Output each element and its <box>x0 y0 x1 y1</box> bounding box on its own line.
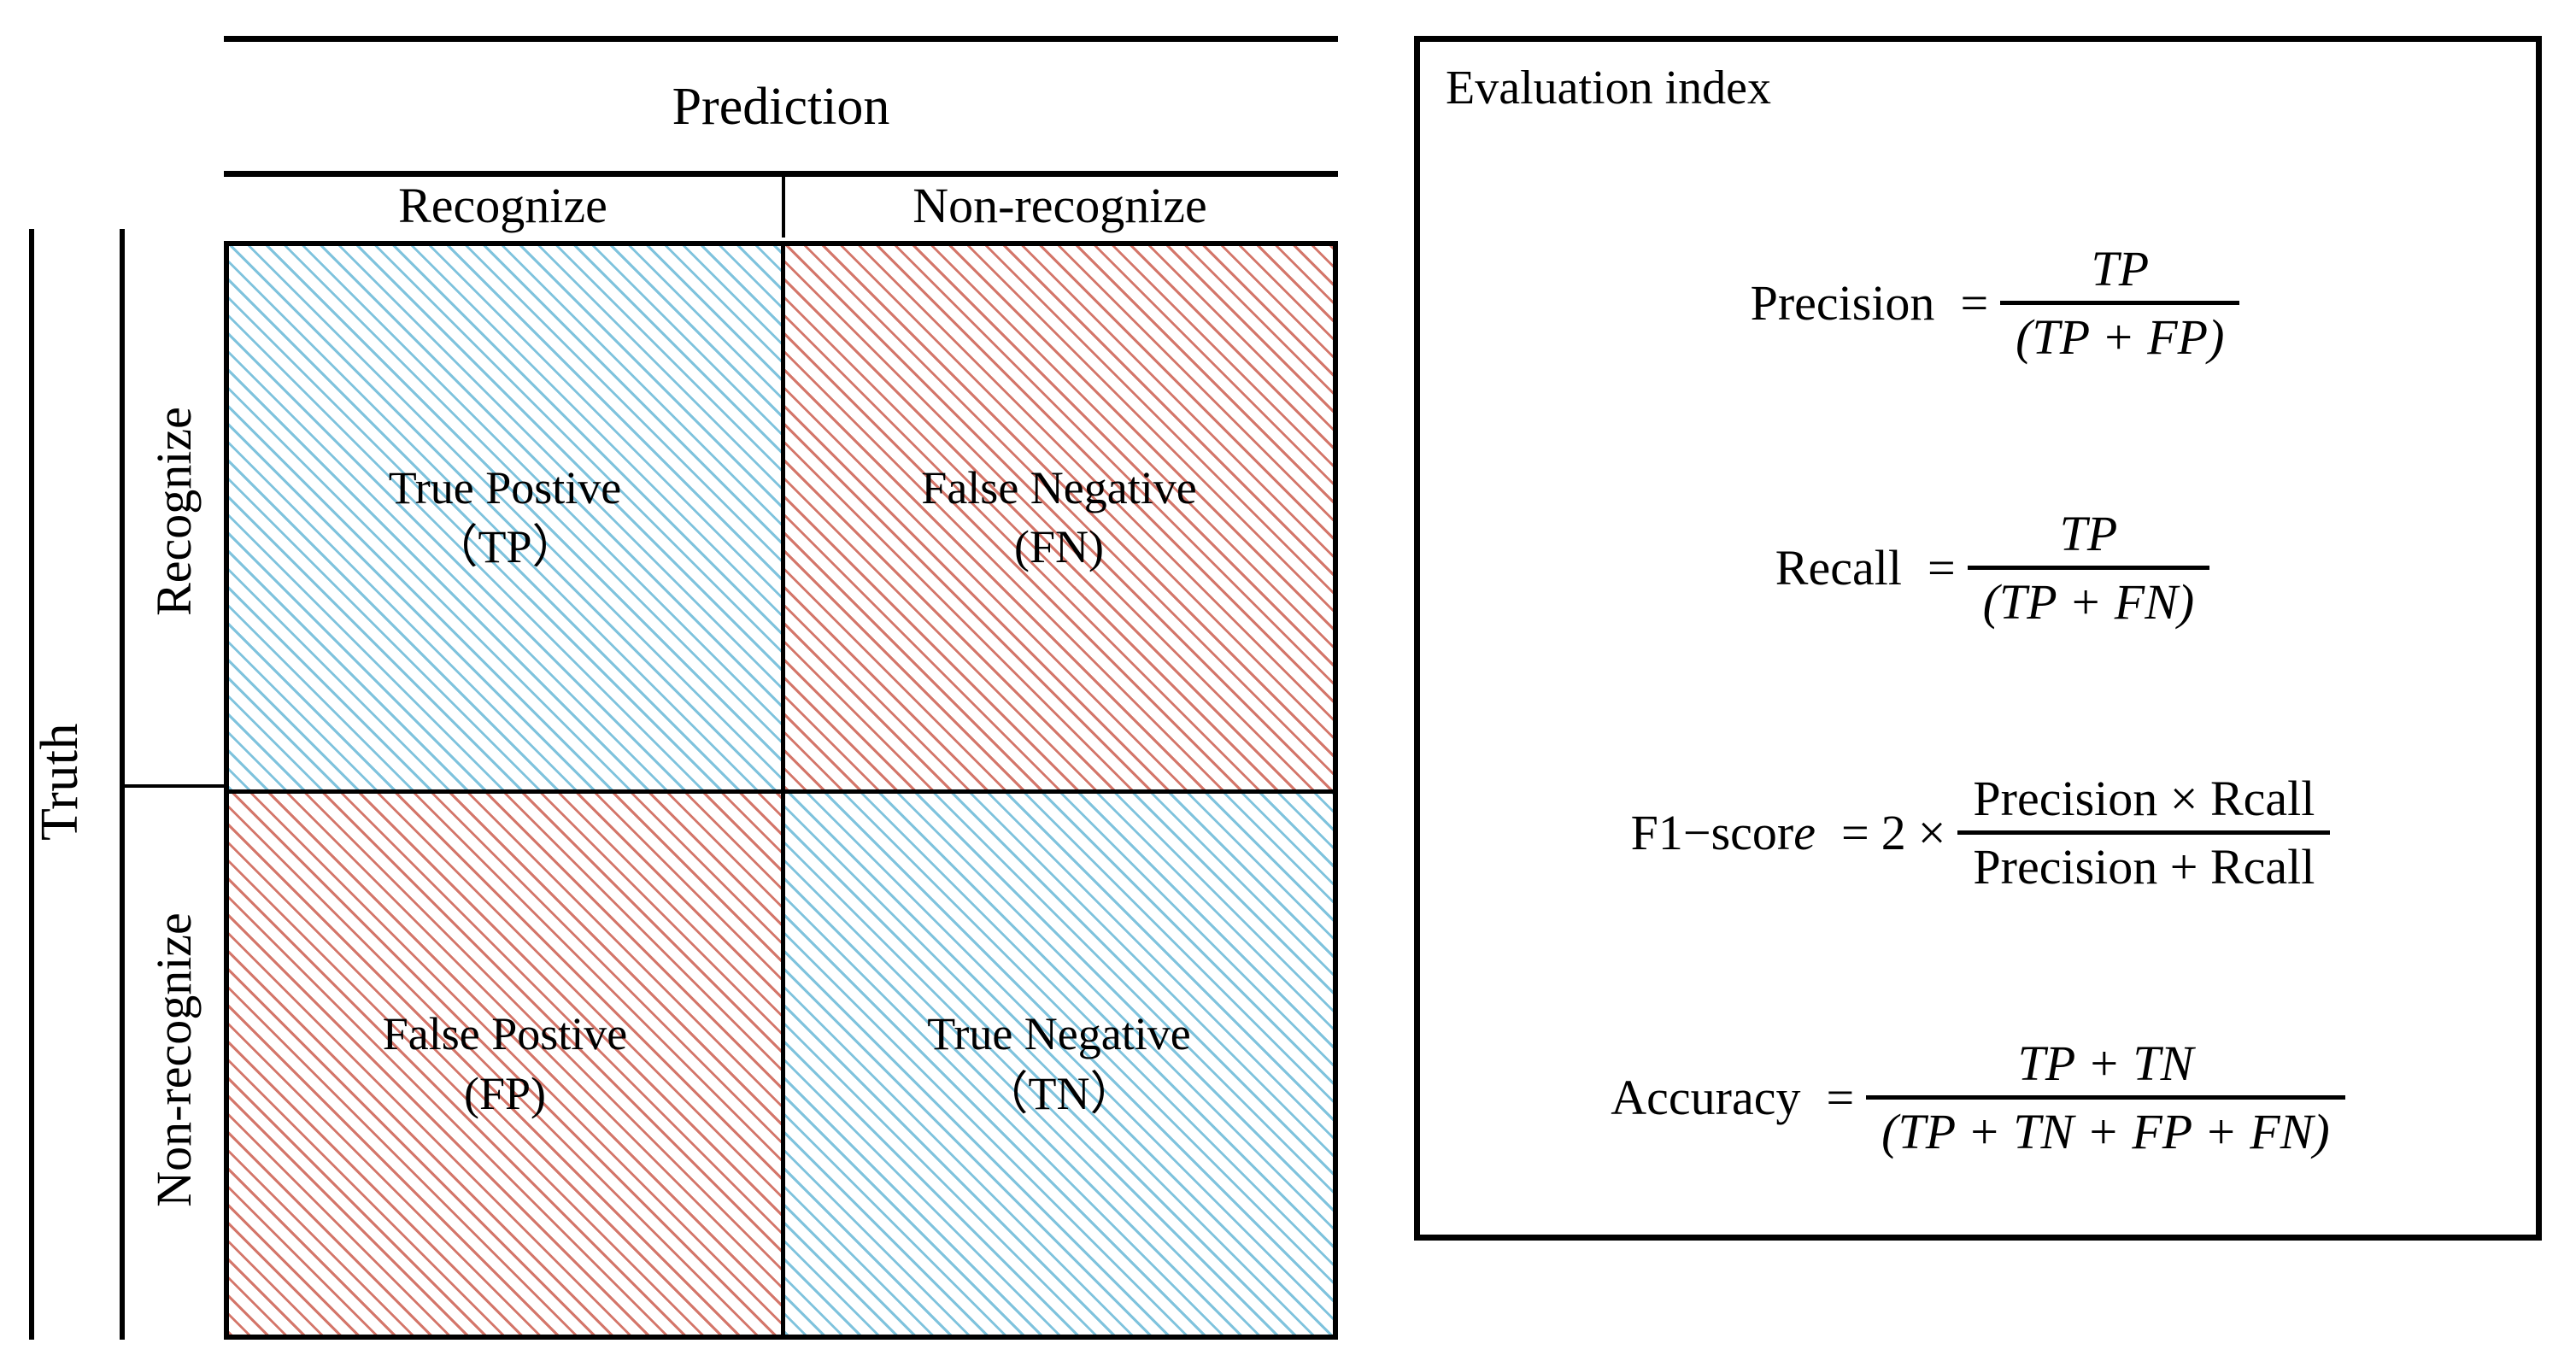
matrix-cell-true-positive: True Postive （TP） <box>229 246 781 789</box>
column-header-non-recognize: Non-recognize <box>912 178 1207 233</box>
formula-f1-score-fraction-bar <box>1957 830 2331 835</box>
row-header-divider <box>120 784 224 788</box>
formula-accuracy-equals: = <box>1826 1069 1855 1125</box>
formula-f1-score-denominator: Precision + Rcall <box>1973 838 2315 895</box>
evaluation-index-panel: Evaluation index Precision = TP (TP + FP… <box>1414 36 2542 1241</box>
formula-accuracy-fraction: TP + TN (TP + TN + FP + FN) <box>1866 1031 2345 1164</box>
formula-recall-equals: = <box>1927 539 1956 595</box>
confusion-matrix-panel: Truth Recognize Non-recognize Prediction… <box>29 36 1338 1340</box>
truth-axis-rule <box>29 229 34 1340</box>
formula-precision-numerator: TP <box>2091 240 2150 296</box>
formula-f1-score-lhs: F1−score <box>1631 804 1829 861</box>
prediction-rule-top <box>224 36 1338 42</box>
matrix-cell-true-negative: True Negative （TN） <box>781 789 1333 1335</box>
evaluation-index-title: Evaluation index <box>1446 62 1772 114</box>
prediction-rule-middle <box>224 171 1338 177</box>
formula-recall-lhs: Recall <box>1775 539 1902 595</box>
matrix-cell-true-positive-abbrev: （TP） <box>431 521 578 572</box>
prediction-group-header: Prediction <box>672 78 890 136</box>
formula-recall-numerator: TP <box>2059 505 2118 561</box>
formula-precision-fraction-bar <box>2000 300 2240 305</box>
row-header-recognize: Recognize <box>132 238 214 784</box>
row-header-recognize-label: Recognize <box>145 406 202 616</box>
formula-f1-score-equals: = <box>1840 804 1869 860</box>
formula-f1-score-factor: 2 <box>1881 804 1906 860</box>
truth-axis-label: Truth <box>31 722 89 842</box>
formula-f1-score-prefix: F1 <box>1630 804 1683 860</box>
formula-accuracy: Accuracy = TP + TN (TP + TN + FP + FN) <box>1420 1031 2536 1164</box>
formula-accuracy-numerator: TP + TN <box>2017 1035 2194 1091</box>
formula-accuracy-fraction-bar <box>1866 1094 2345 1100</box>
matrix-cell-true-negative-abbrev: （TN） <box>982 1067 1136 1119</box>
matrix-cell-false-negative-name: False Negative <box>921 461 1197 513</box>
formula-f1-score-e: e <box>1793 804 1816 860</box>
formula-f1-score-scor: scor <box>1710 804 1794 860</box>
formula-f1-score-numerator: Precision × Rcall <box>1973 770 2315 826</box>
formula-recall-fraction: TP (TP + FN) <box>1967 502 2210 634</box>
formula-f1-score-times: × <box>1917 804 1946 860</box>
formula-precision-equals: = <box>1960 274 1989 331</box>
formula-precision-fraction: TP (TP + FP) <box>2000 237 2240 369</box>
formula-recall: Recall = TP (TP + FN) <box>1405 502 2550 634</box>
formula-accuracy-denominator: (TP + TN + FP + FN) <box>1881 1103 2330 1159</box>
row-header-non-recognize-label: Non-recognize <box>145 912 202 1207</box>
matrix-cell-false-negative: False Negative (FN) <box>781 246 1333 789</box>
matrix-cell-false-positive-name: False Postive <box>382 1008 628 1060</box>
formula-precision-denominator: (TP + FP) <box>2016 308 2225 365</box>
matrix-cell-true-negative-name: True Negative <box>927 1008 1191 1060</box>
formula-recall-denominator: (TP + FN) <box>1982 573 2195 630</box>
matrix-cell-false-positive-abbrev: (FP) <box>463 1067 547 1119</box>
column-header-recognize: Recognize <box>398 178 607 233</box>
matrix-cell-false-positive: False Postive (FP) <box>229 789 781 1335</box>
matrix-cell-false-negative-abbrev: (FN) <box>1014 521 1104 572</box>
matrix-cell-grid: True Postive （TP） False Negative (FN) Fa… <box>224 241 1338 1340</box>
formula-recall-fraction-bar <box>1967 565 2210 570</box>
row-header-non-recognize: Non-recognize <box>132 786 214 1333</box>
formula-accuracy-lhs: Accuracy <box>1611 1069 1801 1125</box>
formula-list: Precision = TP (TP + FP) Recall = TP (TP… <box>1420 170 2536 1229</box>
formula-f1-score-minus: − <box>1682 804 1711 860</box>
formula-precision-lhs: Precision <box>1750 274 1935 331</box>
formula-precision: Precision = TP (TP + FP) <box>1403 237 2553 369</box>
matrix-cell-true-positive-name: True Postive <box>388 461 622 513</box>
column-header-divider <box>782 173 785 238</box>
formula-f1-score-fraction: Precision × Rcall Precision + Rcall <box>1957 766 2331 899</box>
formula-f1-score: F1−score = 2 × Precision × Rcall Precisi… <box>1417 766 2538 899</box>
